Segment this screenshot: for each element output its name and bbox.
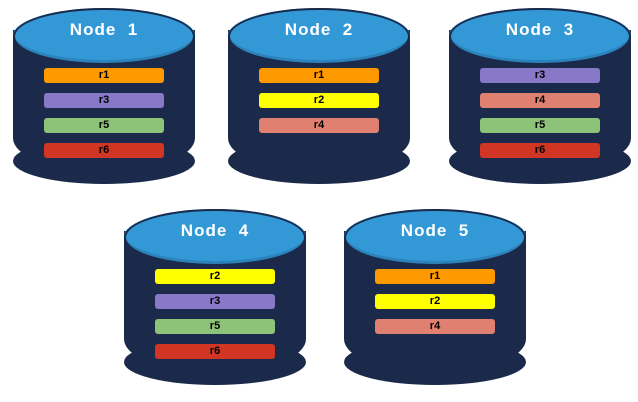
replica-bar-r6[interactable]: r6 — [155, 344, 275, 359]
replica-bar-r3[interactable]: r3 — [480, 68, 600, 83]
cylinder-top-1 — [13, 8, 195, 63]
node-cylinder-3[interactable]: Node 3 r3 r4 r5 r6 — [449, 8, 631, 193]
replica-bar-r4[interactable]: r4 — [480, 93, 600, 108]
replica-bar-r2[interactable]: r2 — [155, 269, 275, 284]
node-cylinder-1[interactable]: Node 1 r1 r3 r5 r6 — [13, 8, 195, 193]
replica-bar-r4[interactable]: r4 — [375, 319, 495, 334]
node-label-2: Node 2 — [284, 20, 354, 39]
replica-bar-r2[interactable]: r2 — [375, 294, 495, 309]
replica-bar-r4[interactable]: r4 — [259, 118, 379, 133]
cylinder-top-2 — [228, 8, 410, 63]
replica-bar-r3[interactable]: r3 — [44, 93, 164, 108]
replica-list-2: r1 r2 r4 — [259, 68, 379, 143]
node-label-4: Node 4 — [180, 221, 250, 240]
cylinder-top-4 — [124, 209, 306, 264]
replica-bar-r1[interactable]: r1 — [375, 269, 495, 284]
replica-bar-r6[interactable]: r6 — [480, 143, 600, 158]
node-label-1: Node 1 — [69, 20, 139, 39]
cylinder-top-3 — [449, 8, 631, 63]
replica-bar-r1[interactable]: r1 — [259, 68, 379, 83]
cylinder-top-5 — [344, 209, 526, 264]
replica-list-5: r1 r2 r4 — [375, 269, 495, 344]
replica-bar-r1[interactable]: r1 — [44, 68, 164, 83]
replica-bar-r5[interactable]: r5 — [480, 118, 600, 133]
replica-list-1: r1 r3 r5 r6 — [44, 68, 164, 168]
replica-list-3: r3 r4 r5 r6 — [480, 68, 600, 168]
replica-bar-r5[interactable]: r5 — [155, 319, 275, 334]
replica-bar-r6[interactable]: r6 — [44, 143, 164, 158]
node-label-3: Node 3 — [505, 20, 575, 39]
node-cylinder-4[interactable]: Node 4 r2 r3 r5 r6 — [124, 209, 306, 394]
replica-bar-r3[interactable]: r3 — [155, 294, 275, 309]
node-cylinder-5[interactable]: Node 5 r1 r2 r4 — [344, 209, 526, 394]
replica-list-4: r2 r3 r5 r6 — [155, 269, 275, 369]
replica-bar-r2[interactable]: r2 — [259, 93, 379, 108]
node-label-5: Node 5 — [400, 221, 470, 240]
node-cylinder-2[interactable]: Node 2 r1 r2 r4 — [228, 8, 410, 193]
replica-bar-r5[interactable]: r5 — [44, 118, 164, 133]
